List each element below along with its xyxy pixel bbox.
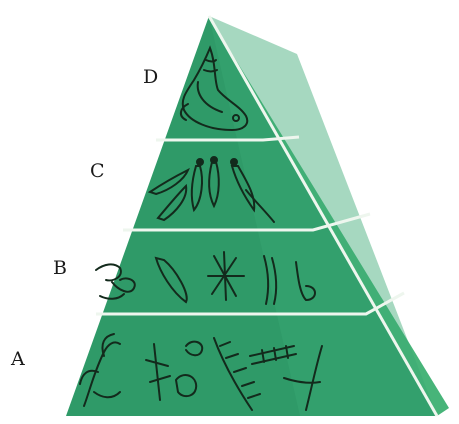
level-label-c: C — [90, 162, 105, 181]
level-label-b: B — [53, 259, 67, 278]
level-label-d: D — [143, 68, 158, 87]
level-label-a: A — [11, 350, 25, 369]
